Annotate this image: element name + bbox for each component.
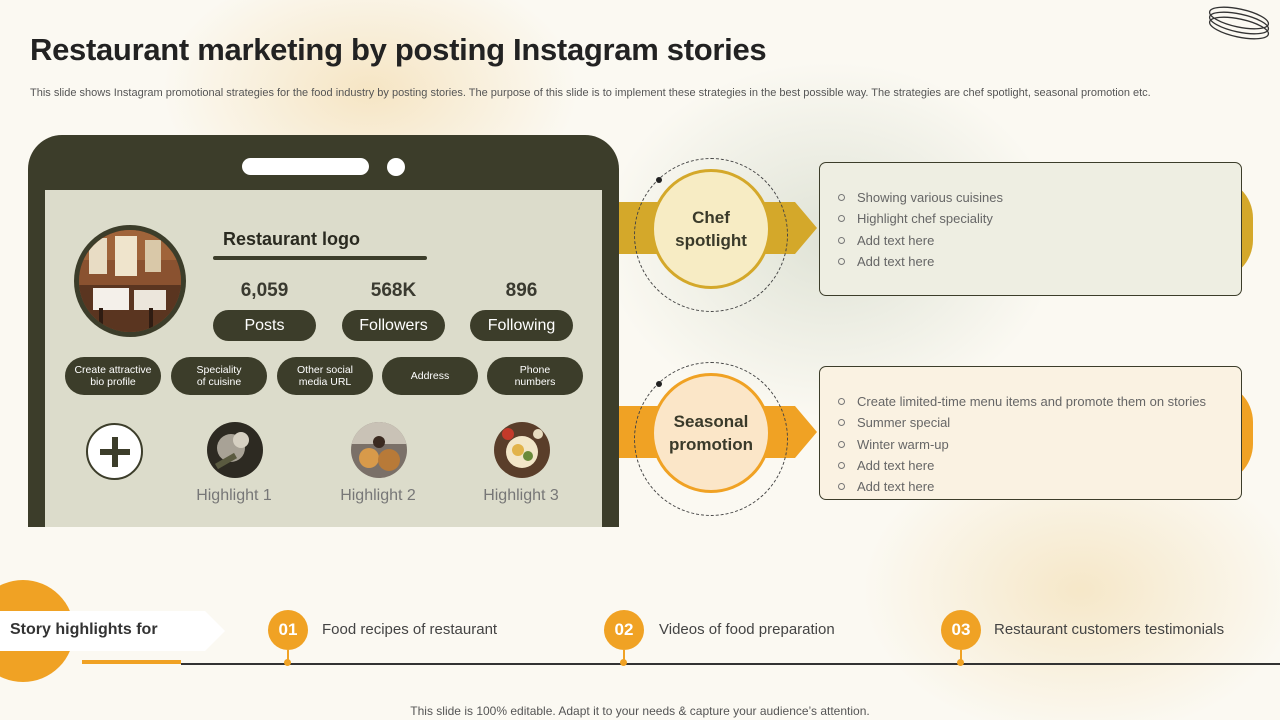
- bullet-icon: [838, 398, 845, 406]
- highlight-1-label: Highlight 1: [196, 487, 272, 504]
- list-item: Add text here: [838, 476, 1241, 497]
- tag-line: numbers: [514, 376, 556, 388]
- plus-icon: [99, 436, 130, 467]
- step-02-text: Videos of food preparation: [659, 621, 835, 638]
- bullet-icon: [838, 236, 845, 244]
- point-text: Create limited-time menu items and promo…: [857, 394, 1206, 409]
- strategy-title: Chef: [692, 208, 730, 227]
- highlight-2-label: Highlight 2: [340, 487, 416, 504]
- seasonal-promotion-circle: Seasonal promotion: [651, 373, 771, 493]
- highlight-3-label: Highlight 3: [483, 487, 559, 504]
- bullet-icon: [838, 258, 845, 266]
- bullet-icon: [838, 440, 845, 448]
- tag-line: bio profile: [90, 376, 136, 388]
- tag-line: Speciality: [196, 364, 242, 376]
- strategy-title: Seasonal: [673, 412, 749, 431]
- tag-line: Address: [410, 370, 450, 382]
- chef-spotlight-circle: Chef spotlight: [651, 169, 771, 289]
- slide-subtitle: This slide shows Instagram promotional s…: [30, 87, 1151, 99]
- story-highlights-label: Story highlights for: [10, 621, 158, 638]
- restaurant-avatar[interactable]: [74, 225, 186, 337]
- food-image: [351, 422, 407, 478]
- step-03-text: Restaurant customers testimonials: [994, 621, 1225, 638]
- tag-line: Create attractive: [74, 364, 152, 376]
- list-item: Add text here: [838, 230, 1241, 251]
- bullet-icon: [838, 419, 845, 427]
- story-underline: [82, 660, 181, 664]
- story-highlights-tag: [0, 611, 225, 651]
- slide-title: Restaurant marketing by posting Instagra…: [30, 32, 767, 67]
- highlight-1-thumbnail[interactable]: [207, 422, 263, 478]
- step-03-badge: 03: [941, 610, 981, 650]
- ring-dot: [656, 177, 662, 183]
- posts-button[interactable]: Posts: [213, 310, 316, 341]
- tag-line: of cuisine: [196, 376, 242, 388]
- tag-line: media URL: [298, 376, 352, 388]
- food-image: [494, 422, 550, 478]
- point-text: Summer special: [857, 415, 951, 431]
- step-dot: [620, 659, 627, 666]
- highlight-2-thumbnail[interactable]: [351, 422, 407, 478]
- strategy-title: spotlight: [675, 231, 747, 250]
- posts-count: 6,059: [240, 280, 289, 301]
- slide-footer: This slide is 100% editable. Adapt it to…: [410, 704, 870, 718]
- point-text: Add text here: [857, 253, 935, 269]
- step-dot: [957, 659, 964, 666]
- point-text: Add text here: [857, 479, 935, 495]
- step-02-badge: 02: [604, 610, 644, 650]
- strategy-title: promotion: [668, 435, 754, 454]
- step-stem: [960, 650, 962, 663]
- bullet-icon: [838, 215, 845, 223]
- chef-spotlight-box: Showing various cuisines Highlight chef …: [819, 162, 1242, 296]
- list-item: Add text here: [838, 251, 1241, 272]
- logo-underline: [213, 256, 427, 260]
- add-highlight-button[interactable]: [86, 423, 143, 480]
- timeline-line: [181, 663, 1280, 665]
- followers-button[interactable]: Followers: [342, 310, 445, 341]
- phone-mockup: Restaurant logo 6,059 568K 896 Posts Fol…: [28, 135, 619, 527]
- bullet-icon: [838, 462, 845, 470]
- list-item: Highlight chef speciality: [838, 208, 1241, 229]
- phone-screen: Restaurant logo 6,059 568K 896 Posts Fol…: [45, 190, 602, 527]
- point-text: Showing various cuisines: [857, 190, 1003, 205]
- list-item: Create limited-time menu items and promo…: [838, 391, 1241, 412]
- list-item: Summer special: [838, 412, 1241, 433]
- tag-address[interactable]: Address: [382, 357, 478, 395]
- bullet-icon: [838, 483, 845, 491]
- list-item: Showing various cuisines: [838, 187, 1241, 208]
- point-text: Add text here: [857, 232, 935, 248]
- phone-camera: [387, 158, 405, 176]
- followers-count: 568K: [370, 280, 417, 301]
- point-text: Add text here: [857, 457, 935, 473]
- point-text: Highlight chef speciality: [857, 211, 993, 227]
- seasonal-promotion-dashed-ring: [634, 362, 788, 516]
- ring-dot: [656, 381, 662, 387]
- step-01-badge: 01: [268, 610, 308, 650]
- restaurant-logo-label: Restaurant logo: [223, 229, 361, 249]
- tag-line: Phone: [519, 364, 551, 376]
- step-stem: [623, 650, 625, 663]
- tag-line: Other social: [296, 364, 354, 376]
- list-item: Add text here: [838, 455, 1241, 476]
- food-image: [207, 422, 263, 478]
- rings-decoration-icon: [1208, 6, 1270, 40]
- phone-speaker: [242, 158, 369, 175]
- step-dot: [284, 659, 291, 666]
- following-count: 896: [505, 280, 538, 301]
- following-button[interactable]: Following: [470, 310, 573, 341]
- step-stem: [287, 650, 289, 663]
- list-item: Winter warm-up: [838, 434, 1241, 455]
- seasonal-promotion-box: Create limited-time menu items and promo…: [819, 366, 1242, 500]
- point-text: Winter warm-up: [857, 436, 949, 452]
- highlight-3-thumbnail[interactable]: [494, 422, 550, 478]
- chef-spotlight-dashed-ring: [634, 158, 788, 312]
- step-01-text: Food recipes of restaurant: [322, 621, 498, 638]
- bullet-icon: [838, 194, 845, 202]
- restaurant-interior-image: [79, 230, 181, 332]
